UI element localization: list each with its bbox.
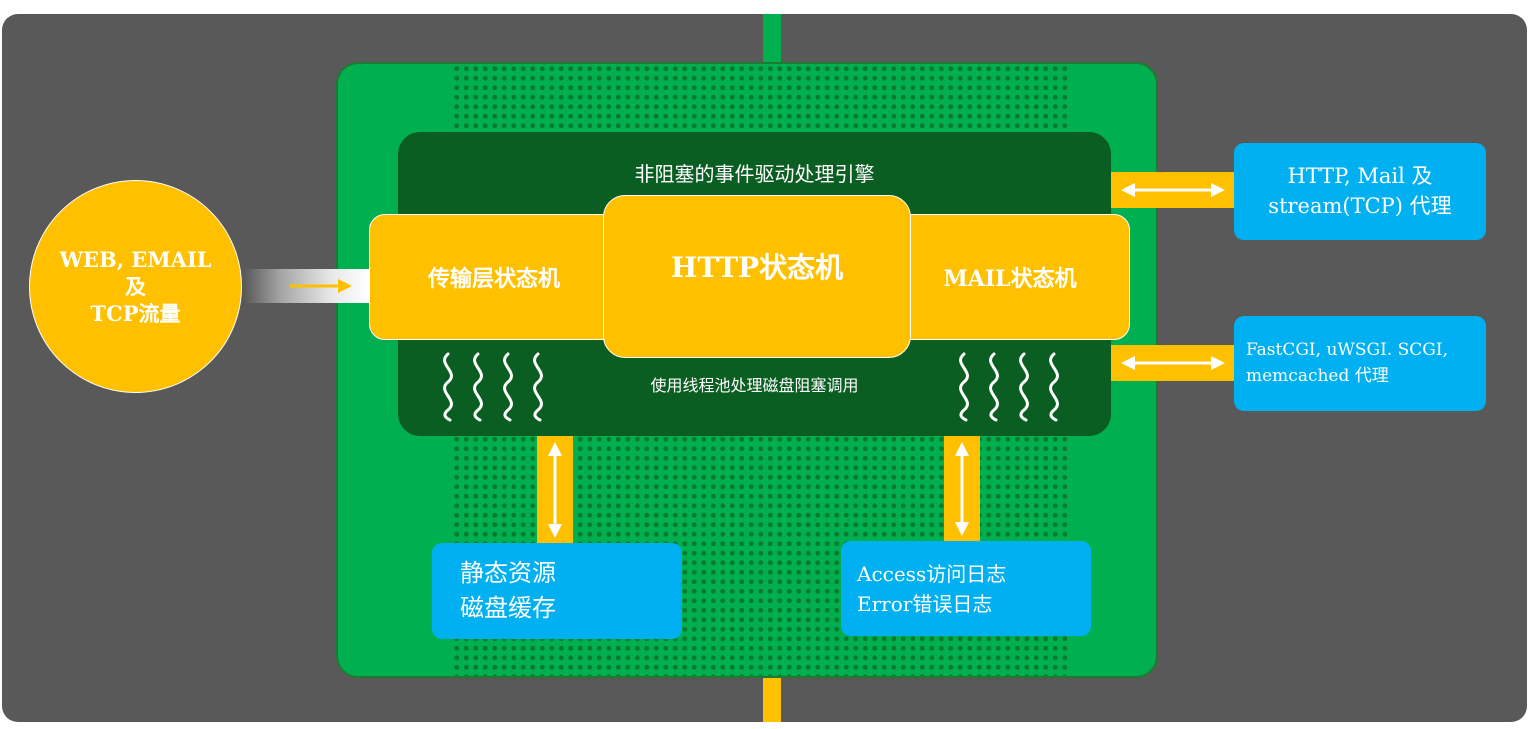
traffic-line-3: TCP流量 [90,301,181,327]
fastcgi-proxy-connector [1111,345,1235,381]
http-proxy-connector [1111,172,1235,208]
top-connector-bar [763,14,781,64]
fastcgi-proxy-box: FastCGI, uWSGI. SCGI, memcached 代理 [1234,316,1486,411]
http-mail-proxy-box: HTTP, Mail 及 stream(TCP) 代理 [1234,143,1486,240]
log-box: Access访问日志 Error错误日志 [841,541,1091,636]
traffic-line-2: 及 [125,273,146,299]
static-resource-connector [537,436,573,544]
double-arrow-icon [1111,172,1235,208]
engine-subtitle: 使用线程池处理磁盘阻塞调用 [650,376,859,395]
thread-pool-right [948,350,1068,426]
double-arrow-icon [1111,345,1235,381]
log-line-1: Access访问日志 [857,561,1007,586]
http-state-machine: HTTP状态机 [603,195,911,358]
static-resource-line-2: 磁盘缓存 [460,594,556,622]
transport-state-machine: 传输层状态机 [369,214,619,340]
static-resource-line-1: 静态资源 [460,559,556,588]
mail-state-machine-label: MAIL状态机 [943,266,1077,292]
transport-state-machine-label: 传输层状态机 [427,267,560,292]
traffic-source-circle: WEB, EMAIL 及 TCP流量 [29,180,242,393]
bottom-connector-bar [763,678,781,722]
log-line-2: Error错误日志 [857,591,993,616]
arrow-right-icon [288,276,354,296]
static-resource-box: 静态资源 磁盘缓存 [432,543,682,639]
thread-pool-left [432,350,552,426]
traffic-line-1: WEB, EMAIL [59,246,212,272]
http-mail-proxy-line-1: HTTP, Mail 及 [1287,164,1433,189]
fastcgi-proxy-line-2: memcached 代理 [1246,365,1389,386]
fastcgi-proxy-line-1: FastCGI, uWSGI. SCGI, [1246,340,1448,360]
log-connector [944,436,980,542]
wavy-thread-icon [959,352,1059,422]
http-state-machine-label: HTTP状态机 [670,251,844,284]
double-arrow-icon [537,436,573,544]
mail-state-machine: MAIL状态机 [890,214,1130,340]
engine-title: 非阻塞的事件驱动处理引擎 [634,162,875,186]
double-arrow-icon [944,436,980,542]
http-mail-proxy-line-2: stream(TCP) 代理 [1268,193,1452,218]
wavy-thread-icon [443,352,543,422]
